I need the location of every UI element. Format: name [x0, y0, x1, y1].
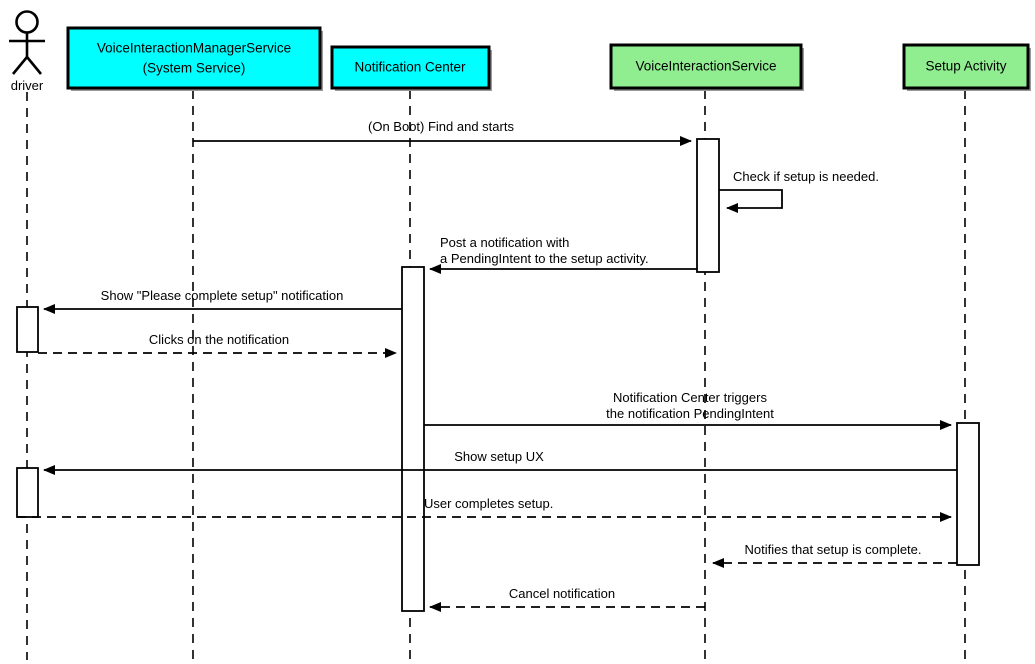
- participant-label-notification-center: Notification Center: [354, 60, 466, 75]
- actor-leg-left-icon: [11, 56, 29, 75]
- participant-label-vims-line2: (System Service): [143, 61, 246, 76]
- participant-label-vims-line1: VoiceInteractionManagerService: [97, 41, 291, 56]
- message-label: User completes setup.: [424, 496, 553, 511]
- activation-bar-driver-2: [16, 467, 39, 518]
- message-show-setup-ux[interactable]: Show setup UX: [43, 449, 957, 475]
- participant-driver[interactable]: driver: [9, 10, 45, 94]
- message-user-completes-setup[interactable]: User completes setup.: [17, 496, 952, 522]
- actor-head-icon: [15, 10, 39, 34]
- message-notification-center-triggers-pendingintent[interactable]: Notification Center triggers the notific…: [424, 390, 952, 430]
- message-check-if-setup-is-needed[interactable]: Check if setup is needed.: [719, 169, 879, 213]
- activation-bar-notification-center: [401, 266, 425, 612]
- message-label: Clicks on the notification: [149, 332, 289, 347]
- activation-bars-layer: [16, 138, 980, 612]
- message-label-line1: Notification Center triggers: [613, 390, 767, 405]
- message-label: Check if setup is needed.: [733, 169, 879, 184]
- activation-bar-setup-activity: [956, 422, 980, 566]
- participant-setup-activity[interactable]: Setup Activity: [902, 43, 1031, 91]
- message-self-loop-line: [719, 189, 783, 213]
- message-label: Show "Please complete setup" notificatio…: [101, 288, 344, 303]
- participant-label-voiceinteractionservice: VoiceInteractionService: [635, 59, 776, 74]
- participant-label-driver: driver: [11, 78, 44, 93]
- participant-box-voiceinteractionservice: [609, 43, 803, 90]
- participant-box-setup-activity: [902, 43, 1030, 90]
- participant-vims[interactable]: VoiceInteractionManagerService (System S…: [66, 26, 323, 91]
- message-label-line1: Post a notification with: [440, 235, 569, 250]
- message-notifies-that-setup-is-complete[interactable]: Notifies that setup is complete.: [712, 542, 957, 568]
- actor-leg-right-icon: [25, 56, 43, 75]
- message-clicks-on-the-notification[interactable]: Clicks on the notification: [38, 332, 397, 358]
- participant-label-setup-activity: Setup Activity: [925, 59, 1006, 74]
- message-label: Notifies that setup is complete.: [744, 542, 921, 557]
- message-label: Cancel notification: [509, 586, 615, 601]
- message-label: Show setup UX: [454, 449, 544, 464]
- activation-bar-driver-1: [16, 306, 39, 353]
- participant-box-vims: [66, 26, 322, 90]
- participant-box-notification-center: [330, 45, 491, 90]
- message-show-please-complete-setup-notification[interactable]: Show "Please complete setup" notificatio…: [43, 288, 402, 314]
- participant-voiceinteractionservice[interactable]: VoiceInteractionService: [609, 43, 804, 91]
- message-on-boot-find-and-starts[interactable]: (On Boot) Find and starts: [193, 119, 692, 146]
- message-cancel-notification[interactable]: Cancel notification: [429, 586, 705, 612]
- message-label: (On Boot) Find and starts: [368, 119, 514, 134]
- activation-bar-voiceinteractionservice: [696, 138, 720, 273]
- participant-notification-center[interactable]: Notification Center: [330, 45, 492, 91]
- message-label-line2: a PendingIntent to the setup activity.: [440, 251, 649, 266]
- message-label-line2: the notification PendingIntent: [606, 406, 774, 421]
- message-post-a-notification[interactable]: Post a notification with a PendingIntent…: [429, 235, 697, 274]
